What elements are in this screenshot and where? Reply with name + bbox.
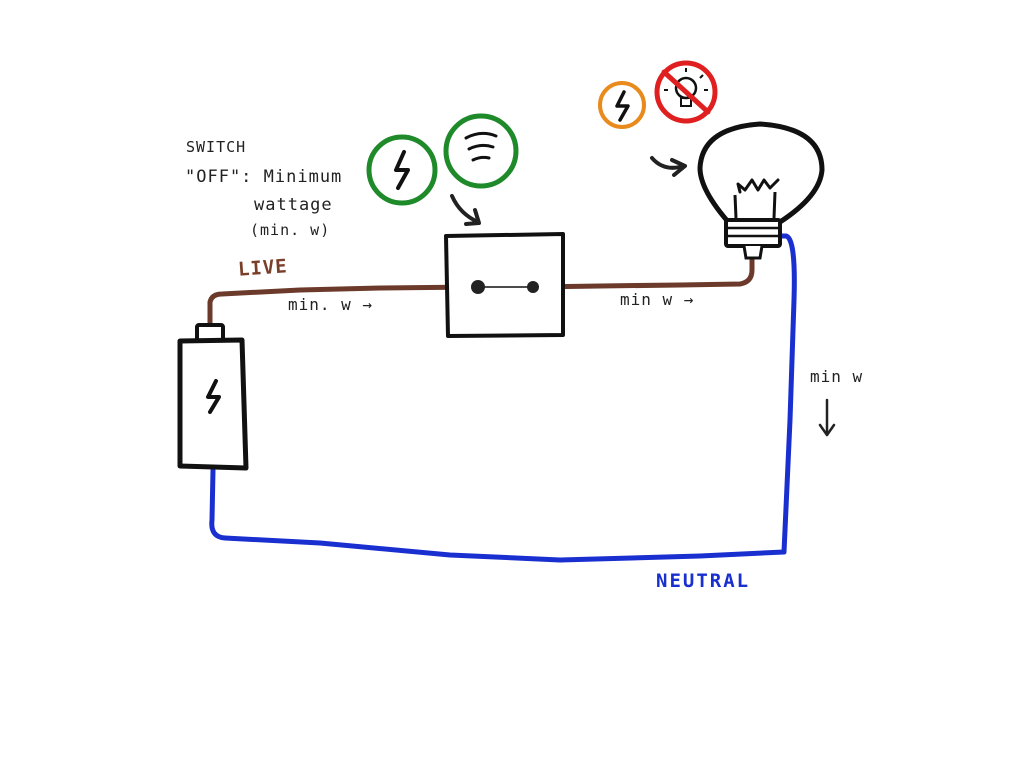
power-ok-status: [366, 134, 438, 206]
lightning-icon: [615, 90, 630, 122]
neutral-wire: [209, 233, 797, 563]
annotation-line-1: SWITCH: [186, 138, 247, 156]
no-light-icon: [664, 68, 708, 107]
wifi-ok-status: [443, 113, 519, 189]
flow-label-return: min w: [810, 367, 864, 386]
battery-icon: [177, 323, 249, 471]
switch-terminal-right: [527, 281, 539, 293]
power-low-status: [598, 81, 646, 129]
flow-label-before-switch: min. w →: [288, 295, 374, 314]
lightning-icon: [394, 150, 410, 190]
flow-label-after-switch: min w →: [620, 290, 695, 309]
wifi-icon: [464, 131, 498, 162]
switch-terminal-left: [471, 280, 485, 294]
live-wire-to-bulb: [531, 255, 755, 290]
annotation-line-2: "OFF": Minimum: [185, 167, 343, 187]
switch-box: [444, 232, 565, 338]
neutral-label: NEUTRAL: [656, 570, 751, 592]
down-arrow: [818, 398, 836, 437]
arrow-to-bulb: [650, 156, 687, 177]
bulb-off-status: [654, 60, 718, 124]
lightning-icon: [206, 379, 221, 414]
live-label: LIVE: [237, 255, 289, 281]
live-wire: [207, 284, 479, 330]
annotation-line-4: (min. w): [250, 221, 331, 239]
annotation-line-3: wattage: [254, 195, 333, 215]
light-bulb-icon: [697, 121, 825, 260]
arrow-to-switch: [450, 194, 481, 226]
